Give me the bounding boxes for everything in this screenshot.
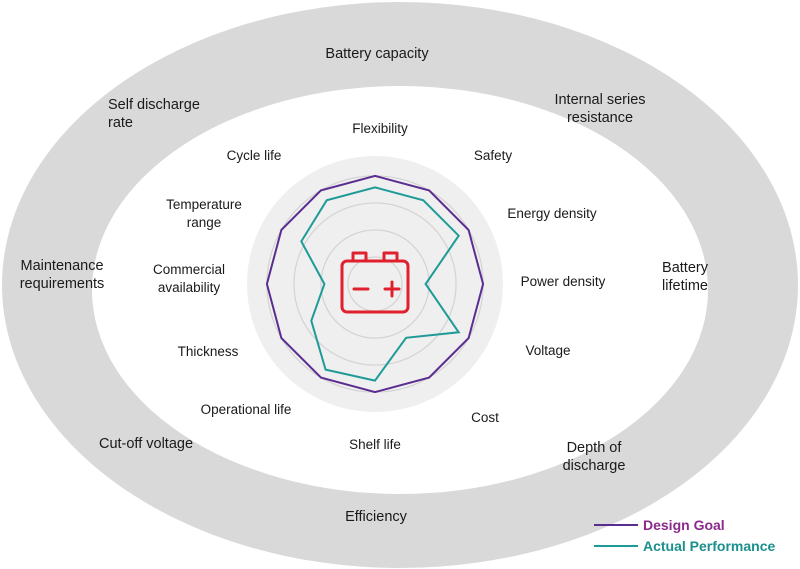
axis-label-temperature-range: Temperature range bbox=[166, 197, 242, 230]
outer-factor-internal-series-resistance-line: Internal series bbox=[554, 92, 645, 108]
axis-label-safety: Safety bbox=[474, 148, 513, 163]
outer-factor-cut-off-voltage: Cut-off voltage bbox=[99, 436, 193, 452]
axis-label-cycle-life-line: Cycle life bbox=[227, 148, 282, 163]
battery-terminal-positive bbox=[382, 251, 399, 263]
axis-label-flexibility: Flexibility bbox=[352, 121, 408, 136]
axis-label-power-density: Power density bbox=[521, 274, 606, 289]
axis-label-temperature-range-line: range bbox=[187, 215, 222, 230]
axis-label-thickness: Thickness bbox=[178, 344, 239, 359]
outer-factor-self-discharge-rate: Self discharge rate bbox=[108, 97, 200, 131]
battery-body bbox=[340, 259, 410, 314]
outer-factor-maintenance-requirements-line: requirements bbox=[20, 276, 105, 292]
outer-factor-efficiency: Efficiency bbox=[345, 509, 408, 525]
outer-factor-depth-of-discharge-line: discharge bbox=[563, 458, 626, 474]
grid-ring bbox=[293, 202, 457, 366]
outer-factor-efficiency-line: Efficiency bbox=[345, 509, 408, 525]
series-actual-performance bbox=[300, 186, 461, 382]
legend-label-design-goal: Design Goal bbox=[643, 517, 725, 533]
legend-label-actual-performance: Actual Performance bbox=[643, 538, 775, 554]
axis-label-commercial-availability: Commercial availability bbox=[153, 262, 225, 295]
outer-factor-maintenance-requirements-line: Maintenance bbox=[20, 258, 103, 274]
battery-icon bbox=[340, 251, 410, 314]
axis-label-cost: Cost bbox=[471, 410, 499, 425]
outer-factor-battery-capacity: Battery capacity bbox=[325, 46, 429, 62]
axis-label-cost-line: Cost bbox=[471, 410, 499, 425]
outer-factor-self-discharge-rate-line: rate bbox=[108, 115, 133, 131]
axis-label-safety-line: Safety bbox=[474, 148, 513, 163]
axis-label-power-density-line: Power density bbox=[521, 274, 606, 289]
grid-ring bbox=[320, 229, 430, 339]
axis-label-commercial-availability-line: availability bbox=[158, 280, 221, 295]
series-design-goal bbox=[265, 174, 485, 394]
outer-factor-maintenance-requirements: Maintenance requirements bbox=[20, 258, 105, 292]
outer-factor-depth-of-discharge: Depth of discharge bbox=[563, 440, 626, 474]
radar-background bbox=[247, 156, 503, 412]
axis-label-thickness-line: Thickness bbox=[178, 344, 239, 359]
radar-series bbox=[265, 174, 485, 394]
axis-label-operational-life-line: Operational life bbox=[201, 402, 292, 417]
outer-factor-depth-of-discharge-line: Depth of bbox=[567, 440, 623, 456]
axis-label-cycle-life: Cycle life bbox=[227, 148, 282, 163]
axis-label-flexibility-line: Flexibility bbox=[352, 121, 408, 136]
axis-label-energy-density: Energy density bbox=[507, 206, 597, 221]
axis-label-voltage-line: Voltage bbox=[525, 343, 570, 358]
outer-factor-battery-lifetime: Battery lifetime bbox=[662, 260, 709, 294]
axis-label-operational-life: Operational life bbox=[201, 402, 292, 417]
outer-factor-self-discharge-rate-line: Self discharge bbox=[108, 97, 200, 113]
axis-label-energy-density-line: Energy density bbox=[507, 206, 597, 221]
axis-label-commercial-availability-line: Commercial bbox=[153, 262, 225, 277]
outer-factor-battery-capacity-line: Battery capacity bbox=[325, 46, 429, 62]
axis-label-shelf-life-line: Shelf life bbox=[349, 437, 401, 452]
outer-factor-battery-lifetime-line: lifetime bbox=[662, 278, 708, 294]
outer-factor-battery-lifetime-line: Battery bbox=[662, 260, 709, 276]
axis-label-voltage: Voltage bbox=[525, 343, 570, 358]
outer-factor-internal-series-resistance: Internal series resistance bbox=[554, 92, 645, 126]
outer-factor-internal-series-resistance-line: resistance bbox=[567, 110, 633, 126]
outer-factor-cut-off-voltage-line: Cut-off voltage bbox=[99, 436, 193, 452]
axis-label-shelf-life: Shelf life bbox=[349, 437, 401, 452]
axis-label-temperature-range-line: Temperature bbox=[166, 197, 242, 212]
battery-terminal-negative bbox=[351, 251, 368, 263]
